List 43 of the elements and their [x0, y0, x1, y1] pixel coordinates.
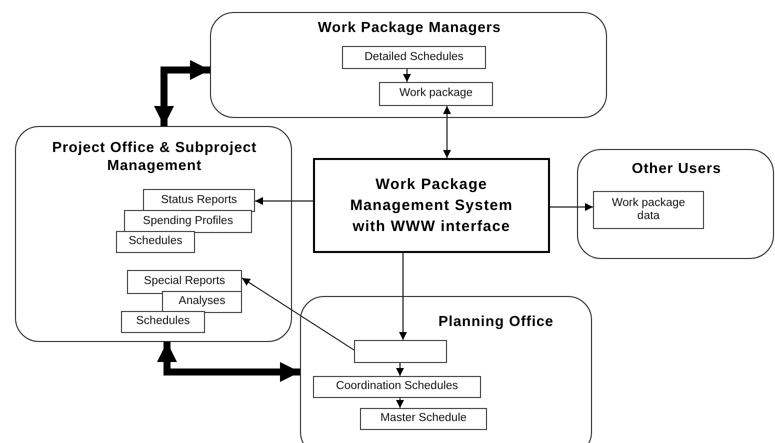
group-panel	[15, 126, 292, 342]
group-panel	[300, 296, 592, 443]
document-box	[313, 376, 481, 398]
box-label: Spending Profiles	[142, 214, 234, 228]
group-panel	[577, 149, 774, 259]
document-box	[593, 191, 704, 229]
document-box	[342, 46, 486, 69]
arrow	[550, 203, 594, 211]
group-title: Project Office & Subproject Management	[51, 139, 258, 176]
box-label: Coordination Schedules	[336, 380, 458, 394]
thick-arrow	[154, 60, 210, 126]
group-title: Work Package Managers	[316, 19, 502, 38]
box-label: Schedules	[128, 235, 182, 249]
arrow	[396, 398, 404, 408]
box-label: Work package data	[610, 196, 686, 224]
box-label: Detailed Schedules	[364, 50, 464, 64]
arrow	[399, 252, 407, 340]
arrow	[403, 68, 411, 82]
arrow	[396, 362, 404, 376]
document-box	[124, 210, 252, 233]
document-box	[360, 408, 487, 430]
document-box	[162, 291, 242, 313]
box-label: Master Schedule	[380, 412, 467, 426]
box-label: Schedules	[136, 315, 190, 329]
thick-arrow	[157, 342, 300, 382]
arrow	[443, 106, 451, 158]
system-box	[313, 158, 550, 253]
process-box	[354, 340, 447, 363]
box-label: Status Reports	[160, 194, 238, 208]
document-box	[116, 231, 195, 253]
document-box	[121, 311, 205, 333]
document-box	[127, 270, 242, 294]
group-title: Planning Office	[437, 313, 555, 332]
group-panel	[210, 12, 607, 118]
box-label: Special Reports	[144, 275, 226, 289]
arrow	[254, 197, 314, 205]
box-label: Analyses	[178, 295, 226, 309]
group-title: Other Users	[630, 160, 722, 178]
arrow	[242, 278, 354, 350]
document-box	[379, 82, 493, 106]
box-label: Work Package Management System with WWW interface	[349, 175, 514, 237]
box-label: Work package	[399, 87, 473, 101]
document-box	[143, 189, 255, 212]
